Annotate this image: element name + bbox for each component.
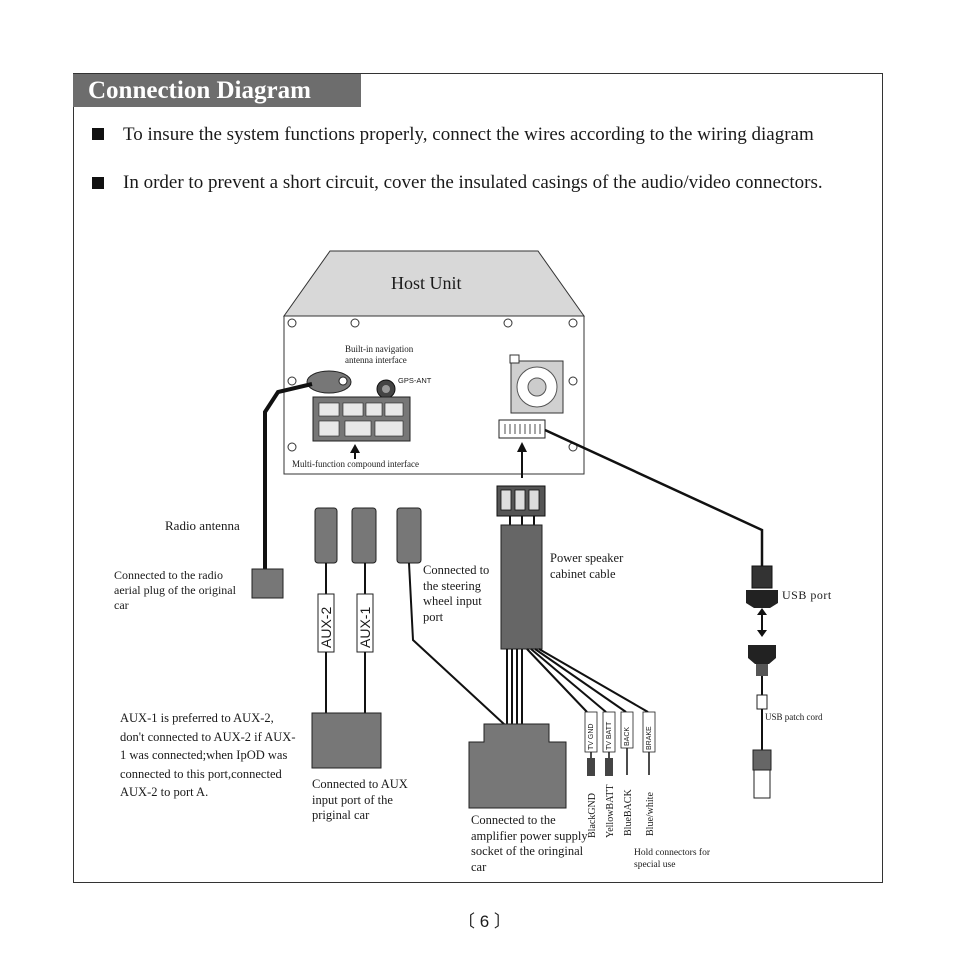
power-speaker-label: Power speaker cabinet cable	[550, 551, 624, 581]
gps-ant-label: GPS-ANT	[398, 376, 432, 385]
radio-antenna-socket	[306, 370, 352, 394]
usb-port-label: USB port	[782, 588, 832, 602]
usb-port-connector	[751, 565, 773, 589]
page-frame	[73, 73, 883, 883]
usb-cable	[544, 428, 764, 566]
title-bar	[73, 74, 361, 107]
aux1-connector	[351, 507, 377, 564]
aux-input-block	[311, 712, 382, 769]
wire-color-blue: BlueBACK	[623, 789, 634, 836]
steering-label: Connected to the steering wheel input po…	[423, 563, 490, 624]
wire-tag-tv-gnd: TV GND	[588, 723, 595, 750]
wire-color-yellow: YellowBATT	[605, 784, 616, 838]
amplifier-label: Connected to the amplifier power supply …	[471, 813, 588, 874]
aux2-connector	[314, 507, 338, 564]
wire-color-blue-white: Blue/white	[645, 792, 656, 836]
multi-function-label: Multi-function compound interface	[292, 459, 419, 469]
hold-connectors-label: Hold connectors for special use	[634, 848, 710, 870]
wire-tag-brake: BRAKE	[646, 726, 653, 750]
radio-aerial-plug	[251, 568, 284, 599]
bullet-marker	[92, 177, 104, 189]
power-connector-socket	[498, 419, 546, 439]
screw-icons	[287, 318, 578, 452]
wire-tag-back: BACK	[624, 726, 631, 746]
aux1-label: AUX-1	[357, 606, 373, 648]
amplifier-socket	[468, 723, 567, 809]
radio-antenna-label: Radio antenna	[165, 518, 240, 533]
bullet-text-2: In order to prevent a short circuit, cov…	[123, 172, 823, 193]
bullet-marker	[92, 128, 104, 140]
wire-tag-tv-batt: TV BATT	[606, 721, 613, 750]
steering-connector	[396, 507, 422, 564]
power-speaker-harness	[500, 524, 543, 650]
usb-patch-label: USB patch cord	[765, 712, 823, 722]
usb-plug	[752, 749, 772, 771]
aux-note: AUX-1 is preferred to AUX-2, don't conne…	[120, 711, 296, 799]
page-title: Connection Diagram	[88, 77, 311, 104]
host-unit-label: Host Unit	[391, 273, 462, 293]
steering-cable	[408, 562, 506, 726]
bullet-text-1: To insure the system functions properly,…	[123, 124, 814, 145]
page-number: 〔 6 〕	[458, 912, 511, 931]
usb-patch-connector	[748, 645, 776, 664]
wire-color-black: BlackGND	[587, 793, 598, 838]
nav-antenna-label: Built-in navigation antenna interface	[345, 344, 414, 365]
radio-antenna-cable	[263, 382, 313, 570]
aux-input-label: Connected to AUX input port of the prigi…	[312, 777, 408, 822]
radio-plug-label: Connected to the radio aerial plug of th…	[114, 568, 236, 612]
aux2-label: AUX-2	[318, 606, 334, 648]
